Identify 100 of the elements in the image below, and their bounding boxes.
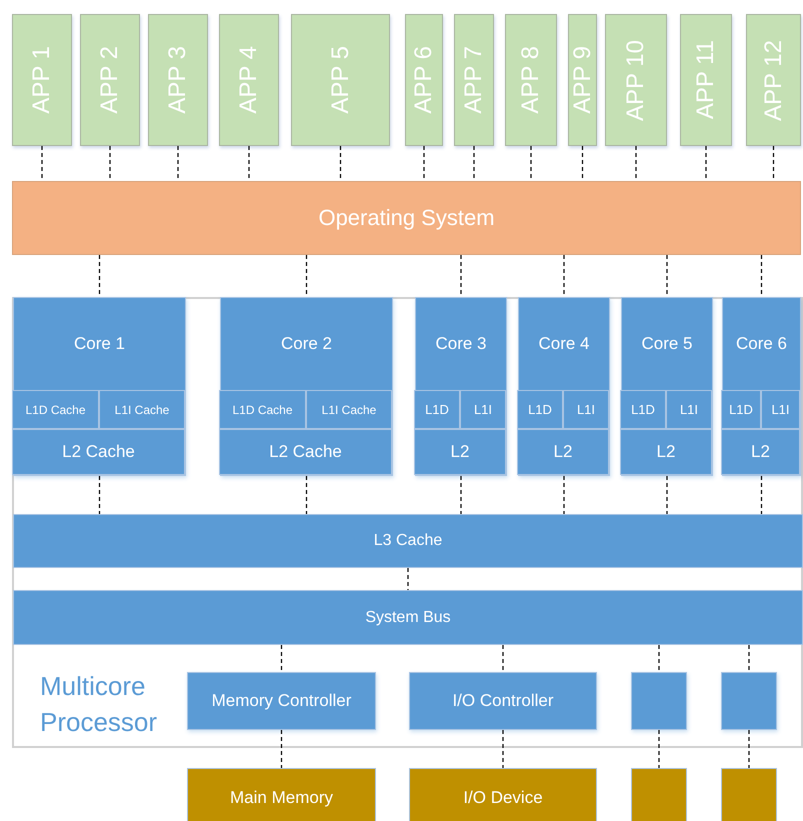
connector-line — [306, 476, 308, 514]
core-box — [722, 297, 801, 476]
core-label: Core 6 — [734, 334, 788, 354]
os-bar: Operating System — [12, 181, 801, 255]
app-label: APP 6 — [412, 46, 436, 114]
cache-cell: L2 Cache — [12, 429, 185, 475]
app-label: APP 1 — [30, 46, 54, 114]
connector-line — [635, 146, 637, 181]
connector-line — [563, 476, 565, 514]
app-label: APP 7 — [462, 46, 486, 114]
core-label: Core 2 — [280, 334, 334, 354]
cache-cell: L1D — [620, 390, 666, 429]
connector-line — [248, 146, 250, 181]
connector-line — [760, 476, 762, 514]
connector-line — [502, 730, 504, 768]
connector-line — [658, 645, 660, 672]
connector-line — [109, 146, 111, 181]
core-label: Core 3 — [434, 334, 488, 354]
cache-cell: L1D Cache — [219, 390, 306, 429]
connector-line — [98, 476, 100, 514]
connector-line — [582, 146, 584, 181]
cache-cell: L2 — [517, 429, 609, 475]
connector-line — [666, 476, 668, 514]
connector-line — [41, 146, 43, 181]
connector-line — [407, 568, 409, 590]
app-label: APP 5 — [328, 46, 352, 114]
cache-cell: L1D — [721, 390, 761, 429]
cache-cell: L1I — [563, 390, 609, 429]
core-box — [415, 297, 507, 476]
controller-box: I/O Controller — [409, 672, 597, 730]
device-box — [721, 768, 777, 821]
app-label: APP 12 — [762, 40, 786, 120]
core-box — [13, 297, 186, 476]
core-box — [220, 297, 393, 476]
connector-line — [748, 645, 750, 672]
app-label: APP 11 — [694, 40, 718, 120]
cache-cell: L2 — [620, 429, 712, 475]
connector-line — [748, 730, 750, 768]
connector-line — [177, 146, 179, 181]
core-label: Core 4 — [537, 334, 591, 354]
connector-line — [502, 645, 504, 672]
app-label: APP 2 — [98, 46, 122, 114]
connector-line — [772, 146, 774, 181]
app-label: APP 10 — [624, 40, 648, 120]
connector-line — [705, 146, 707, 181]
controller-box — [631, 672, 687, 730]
app-box — [405, 14, 443, 146]
connector-line — [280, 645, 282, 672]
connector-line — [563, 255, 565, 297]
device-box — [631, 768, 687, 821]
app-box — [746, 14, 801, 146]
processor-label: Multicore Processor — [40, 670, 158, 740]
core-box — [518, 297, 610, 476]
app-box — [454, 14, 494, 146]
connector-line — [460, 255, 462, 297]
cache-cell: L1I Cache — [99, 390, 185, 429]
cache-cell: L1I — [460, 390, 506, 429]
app-label: APP 4 — [237, 46, 261, 114]
cache-cell: L1I Cache — [306, 390, 392, 429]
cache-bar: L3 Cache — [13, 514, 803, 568]
app-label: APP 3 — [166, 46, 190, 114]
connector-line — [658, 730, 660, 768]
connector-line — [473, 146, 475, 181]
cache-cell: L1D Cache — [12, 390, 99, 429]
cache-cell: L1D — [414, 390, 460, 429]
cache-cell: L1I — [666, 390, 712, 429]
connector-line — [460, 476, 462, 514]
app-box — [605, 14, 667, 146]
app-box — [12, 14, 72, 146]
core-box — [621, 297, 713, 476]
app-box — [291, 14, 390, 146]
cache-cell: L1I — [761, 390, 800, 429]
controller-box: Memory Controller — [187, 672, 376, 730]
app-label: APP 8 — [519, 46, 543, 114]
connector-line — [280, 730, 282, 768]
app-box — [80, 14, 140, 146]
core-label: Core 5 — [640, 334, 694, 354]
core-label: Core 1 — [72, 334, 126, 354]
controller-box — [721, 672, 777, 730]
app-box — [505, 14, 557, 146]
connector-line — [98, 255, 100, 297]
connector-line — [306, 255, 308, 297]
bus-bar: System Bus — [13, 590, 803, 645]
processor-frame — [12, 297, 803, 748]
cache-cell: L2 — [721, 429, 800, 475]
app-box — [680, 14, 732, 146]
connector-line — [760, 255, 762, 297]
app-label: APP 9 — [570, 46, 594, 114]
app-box — [568, 14, 597, 146]
cache-cell: L2 Cache — [219, 429, 392, 475]
connector-line — [423, 146, 425, 181]
connector-line — [340, 146, 342, 181]
device-box: I/O Device — [409, 768, 597, 821]
cache-cell: L1D — [517, 390, 563, 429]
connector-line — [666, 255, 668, 297]
app-box — [148, 14, 208, 146]
connector-line — [530, 146, 532, 181]
app-box — [219, 14, 279, 146]
cache-cell: L2 — [414, 429, 506, 475]
device-box: Main Memory — [187, 768, 376, 821]
